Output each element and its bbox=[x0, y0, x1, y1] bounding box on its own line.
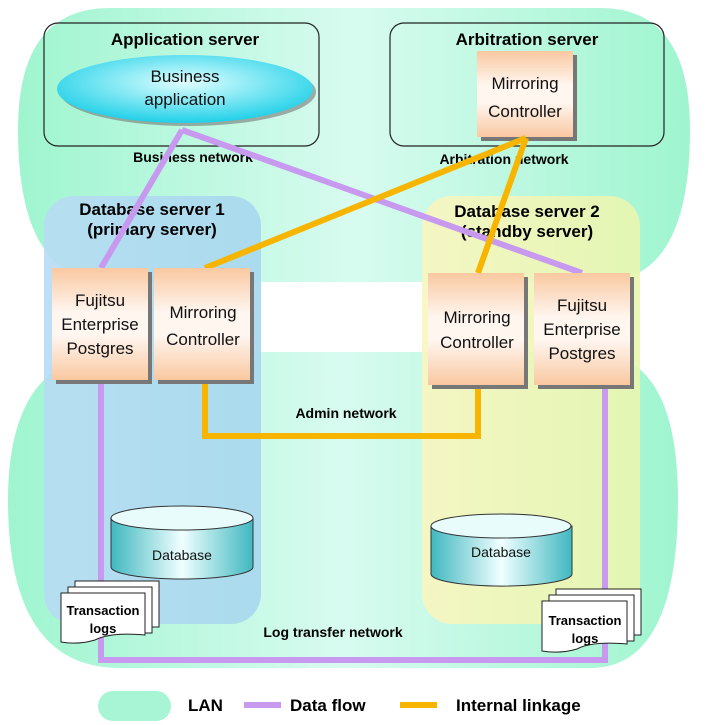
linkage-arbitration-to-db2 bbox=[475, 136, 529, 275]
admin-network-label: Admin network bbox=[295, 405, 396, 421]
db2-transaction-logs-icon bbox=[541, 588, 642, 653]
db2-database-label: Database bbox=[471, 544, 531, 560]
database-server-2-title-1: Database server 2 bbox=[454, 202, 600, 221]
business-application-label-1: Business bbox=[151, 67, 220, 86]
db2-transaction-logs-label-2: logs bbox=[572, 631, 599, 646]
db1-mirroring-controller-box bbox=[154, 268, 250, 380]
legend-lan-swatch bbox=[98, 691, 171, 721]
legend: LAN Data flow Internal linkage bbox=[98, 691, 581, 721]
db2-postgres-label-3: Postgres bbox=[548, 344, 615, 363]
business-application-ellipse bbox=[57, 55, 313, 123]
arbitration-mirroring-controller-box bbox=[477, 51, 573, 137]
db1-transaction-logs-label-1: Transaction bbox=[67, 603, 140, 618]
arbitration-mirroring-controller-label-1: Mirroring bbox=[491, 74, 558, 93]
db2-transaction-logs-label-1: Transaction bbox=[549, 613, 622, 628]
log-transfer-network-label: Log transfer network bbox=[263, 624, 402, 640]
legend-lan-label: LAN bbox=[188, 696, 223, 715]
db2-postgres-label-2: Enterprise bbox=[543, 320, 620, 339]
db1-transaction-logs-label-2: logs bbox=[90, 621, 117, 636]
legend-internal-linkage-label: Internal linkage bbox=[456, 696, 581, 715]
db1-mirroring-controller-label-1: Mirroring bbox=[169, 303, 236, 322]
linkage-arbitration-to-db1 bbox=[203, 135, 528, 271]
legend-data-flow-label: Data flow bbox=[290, 696, 366, 715]
db2-postgres-box bbox=[534, 273, 630, 385]
application-server-title: Application server bbox=[111, 30, 260, 49]
arbitration-server-title: Arbitration server bbox=[456, 30, 599, 49]
db1-database-cylinder bbox=[110, 505, 254, 580]
arbitration-server-box bbox=[389, 22, 665, 147]
database-server-1-title-2: (primary server) bbox=[87, 220, 216, 239]
db1-postgres-box bbox=[52, 268, 148, 380]
linkage-admin-network bbox=[202, 382, 481, 439]
legend-internal-linkage-swatch bbox=[400, 702, 437, 708]
data-flow-app-to-db2 bbox=[180, 127, 584, 276]
db2-mirroring-controller-label-2: Controller bbox=[440, 333, 514, 352]
db2-mirroring-controller-label-1: Mirroring bbox=[443, 308, 510, 327]
internal-linkage-lines bbox=[202, 135, 529, 439]
db1-mirroring-controller-label-2: Controller bbox=[166, 330, 240, 349]
data-flow-lines bbox=[98, 127, 608, 663]
arbitration-mirroring-controller-label-2: Controller bbox=[488, 102, 562, 121]
business-application-label-2: application bbox=[144, 90, 225, 109]
data-flow-log-transfer bbox=[98, 376, 608, 663]
db2-postgres-label-1: Fujitsu bbox=[557, 296, 607, 315]
legend-data-flow-swatch bbox=[244, 702, 281, 708]
database-server-1-title-1: Database server 1 bbox=[79, 200, 225, 219]
db1-postgres-label-1: Fujitsu bbox=[75, 291, 125, 310]
data-flow-app-to-db1 bbox=[98, 128, 185, 270]
db2-mirroring-controller-box bbox=[428, 273, 524, 385]
application-server-box bbox=[43, 22, 320, 147]
db1-postgres-label-3: Postgres bbox=[66, 339, 133, 358]
db1-database-label: Database bbox=[152, 547, 212, 563]
db2-database-cylinder bbox=[430, 513, 573, 587]
db1-postgres-label-2: Enterprise bbox=[61, 315, 138, 334]
db1-transaction-logs-icon bbox=[60, 580, 160, 644]
